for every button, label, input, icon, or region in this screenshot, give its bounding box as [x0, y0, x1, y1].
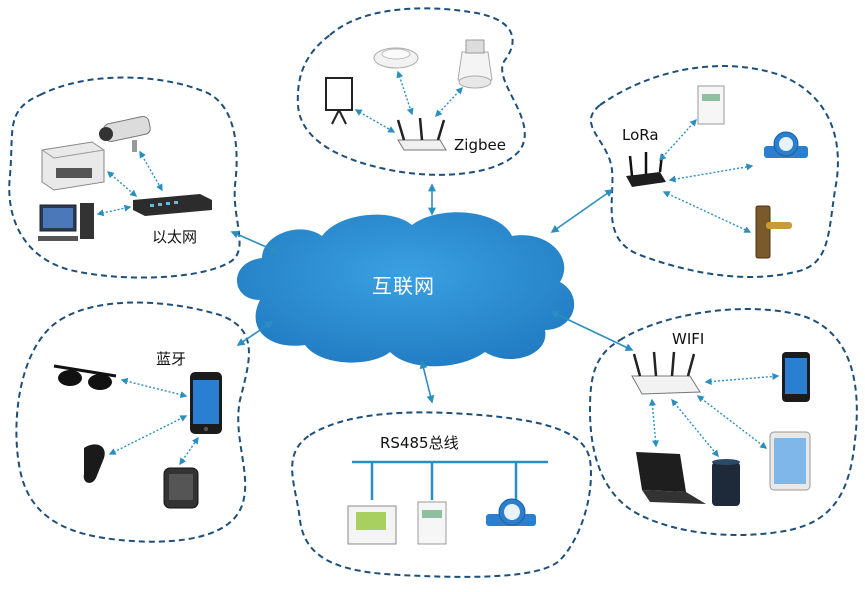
link-rs485 — [419, 360, 435, 404]
laptop-icon — [636, 452, 706, 504]
network-switch-icon — [133, 194, 212, 216]
printer-icon — [41, 141, 105, 191]
wifi-region — [588, 308, 858, 536]
link-ethernet — [230, 230, 280, 254]
wireless-router-icon — [396, 117, 447, 151]
bluetooth-label: 蓝牙 — [156, 350, 187, 368]
smoke-detector-icon — [373, 47, 419, 69]
smart-bulb-icon — [457, 39, 493, 89]
smartwatch-icon — [163, 467, 199, 509]
link-wifi — [550, 311, 634, 351]
smartphone-icon — [782, 352, 810, 402]
lora-label: LoRa — [622, 126, 659, 144]
rs485-region — [291, 411, 592, 578]
link-bluetooth — [236, 321, 274, 346]
smartphone-icon — [190, 372, 222, 434]
ethernet-label: 以太网 — [152, 228, 198, 246]
link-lora — [550, 189, 614, 233]
rs485-bus — [352, 460, 548, 500]
ethernet-region — [8, 76, 241, 279]
ip-camera-icon — [99, 116, 151, 152]
wifi-label: WIFI — [672, 330, 705, 348]
electric-meter-icon — [417, 501, 447, 545]
zigbee-region — [296, 7, 526, 176]
projector-screen-icon — [325, 77, 353, 125]
rs485-label: RS485总线 — [380, 434, 459, 452]
water-meter-icon — [486, 498, 536, 526]
internet-label: 互联网 — [372, 274, 435, 298]
desktop-pc-icon — [38, 203, 94, 241]
display-controller-icon — [347, 505, 397, 545]
wifi-router-icon — [631, 351, 701, 395]
electric-meter-icon — [697, 85, 725, 125]
lora-gateway-icon — [626, 152, 666, 187]
bluetooth-headset-icon — [83, 444, 105, 483]
tablet-icon — [769, 431, 811, 491]
zigbee-label: Zigbee — [454, 136, 506, 154]
smart-speaker-icon — [712, 459, 740, 506]
lora-region — [590, 65, 839, 278]
water-meter-icon — [764, 131, 808, 158]
internet-cloud — [237, 212, 575, 367]
smart-door-lock-icon — [755, 205, 792, 259]
bluetooth-region — [15, 301, 250, 543]
smart-glasses-icon — [53, 364, 117, 390]
